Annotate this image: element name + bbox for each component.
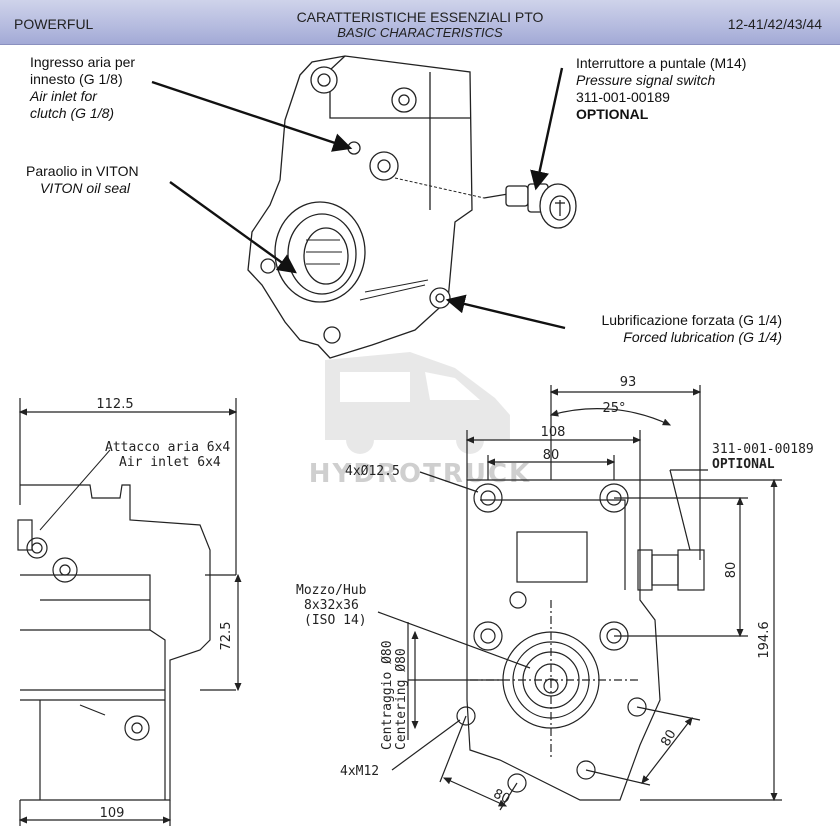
air-inlet-it-1: Ingresso aria per: [30, 54, 136, 70]
hub-spec: 8x32x36: [304, 598, 359, 613]
air-inlet-arrow: [151, 80, 353, 152]
dim-80-top: 80: [543, 448, 560, 463]
dim-80-right: 80: [724, 562, 739, 579]
oil-seal-arrow: [169, 181, 297, 274]
lubrication-it: Lubrificazione forzata (G 1/4): [601, 312, 782, 328]
dim-194-6: 194.6: [757, 621, 772, 658]
centering-en: Centering Ø80: [394, 648, 409, 750]
pressure-switch-illustration: [483, 183, 577, 229]
air-inlet-en-2: clutch (G 1/8): [30, 105, 115, 121]
lubrication-en: Forced lubrication (G 1/4): [623, 329, 782, 345]
front-optional: OPTIONAL: [712, 457, 775, 472]
switch-it: Interruttore a puntale (M14): [576, 55, 747, 71]
dim-93: 93: [620, 375, 637, 390]
dim-109: 109: [100, 806, 125, 821]
switch-arrow: [530, 67, 564, 191]
dim-112-5: 112.5: [96, 397, 133, 412]
model-codes: 12-41/42/43/44: [727, 16, 822, 32]
air-inlet-6x4-label: Air inlet 6x4: [119, 455, 221, 470]
dim-72-5: 72.5: [219, 622, 234, 651]
air-inlet-it-2: innesto (G 1/8): [30, 71, 123, 87]
watermark-text: HYDROTRUCK: [309, 459, 531, 489]
oil-seal-callout: Paraolio in VITON VITON oil seal: [26, 163, 139, 197]
lubrication-callout: Lubrificazione forzata (G 1/4) Forced lu…: [570, 312, 782, 346]
angle-25: 25°: [602, 401, 625, 416]
front-part-number: 311-001-00189: [712, 442, 814, 457]
header-bar: POWERFUL CARATTERISTICHE ESSENZIALI PTO …: [0, 0, 840, 45]
holes-label: 4xØ12.5: [345, 464, 400, 479]
hub-label: Mozzo/Hub: [296, 583, 367, 598]
title-en: BASIC CHARACTERISTICS: [337, 25, 503, 40]
air-attach-label: Attacco aria 6x4: [105, 440, 230, 455]
dim-108: 108: [541, 425, 566, 440]
title-it: CARATTERISTICHE ESSENZIALI PTO: [296, 9, 544, 25]
dim-80-bottom: 80: [491, 787, 512, 808]
switch-part-number: 311-001-00189: [576, 89, 670, 105]
watermark-truck-logo: [325, 352, 510, 454]
pto-isometric-illustration: [247, 55, 473, 359]
air-inlet-en-1: Air inlet for: [30, 88, 97, 104]
switch-optional: OPTIONAL: [576, 106, 649, 122]
centering-it: Centraggio Ø80: [380, 640, 395, 750]
air-inlet-callout: Ingresso aria per innesto (G 1/8) Air in…: [30, 54, 135, 122]
switch-callout: Interruttore a puntale (M14) Pressure si…: [576, 55, 746, 123]
switch-en: Pressure signal switch: [576, 72, 716, 88]
side-view-drawing: [17, 398, 242, 826]
page-title: CARATTERISTICHE ESSENZIALI PTO BASIC CHA…: [240, 9, 600, 41]
dim-80-diagonal: 80: [658, 727, 679, 749]
oil-seal-it: Paraolio in VITON: [26, 163, 139, 179]
threads-label: 4xM12: [340, 764, 379, 779]
front-view-drawing: [377, 385, 782, 811]
hub-standard: (ISO 14): [304, 613, 367, 628]
oil-seal-en: VITON oil seal: [40, 180, 130, 196]
series-name: POWERFUL: [14, 16, 94, 32]
lubrication-arrow: [445, 294, 566, 330]
